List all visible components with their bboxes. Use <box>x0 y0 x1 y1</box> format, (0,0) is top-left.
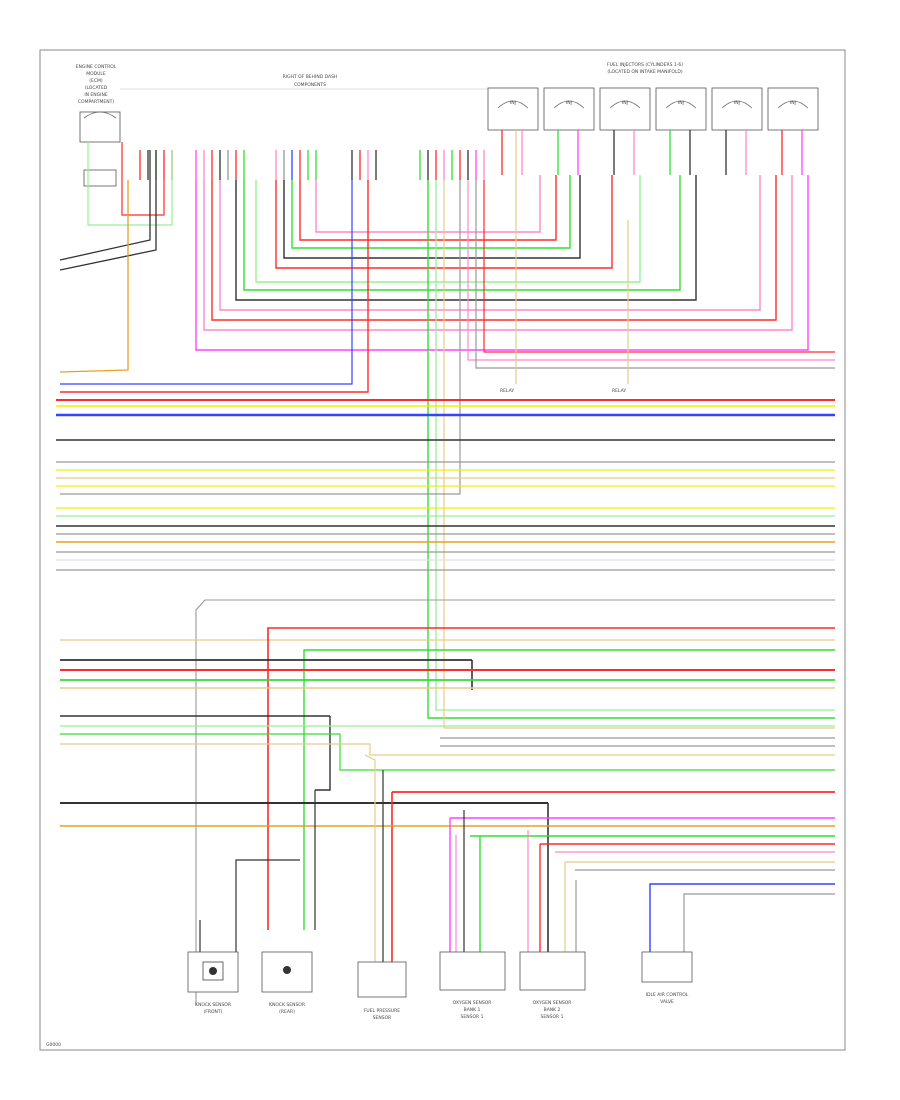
injector-header-2: (LOCATED ON INTAKE MANIFOLD) <box>607 69 682 75</box>
injector-header-1: FUEL INJECTORS (CYLINDERS 1-6) <box>607 62 683 68</box>
ecm-loop <box>87 142 173 226</box>
oxygen-sensor-2: OXYGEN SENSOR BANK 2 SENSOR 1 <box>519 951 586 1020</box>
iac-wire <box>683 893 835 952</box>
iac-label-2: VALVE <box>660 999 674 1005</box>
harness-wire <box>60 733 835 771</box>
ecm-label-1: ENGINE CONTROL <box>76 64 117 70</box>
injector-4 <box>655 87 707 131</box>
ecm-label-3: (ECM) <box>89 78 103 84</box>
ecm-label-6: COMPARTMENT) <box>78 99 114 105</box>
injector-6-symbol <box>777 100 809 109</box>
ecm-label-4: (LOCATED <box>85 85 108 91</box>
center-header-2: COMPONENTS <box>294 82 326 88</box>
harness-wire <box>467 180 835 361</box>
oxygen-sensor-1-label-2: BANK 1 <box>464 1007 481 1013</box>
harness-wire <box>267 627 835 930</box>
trunk-wire <box>443 180 835 729</box>
oxygen-sensor-2-label-1: OXYGEN SENSOR <box>533 1000 572 1006</box>
harness-wire <box>60 743 835 756</box>
fuel-pressure-sensor: FUEL PRESSURE SENSOR <box>357 961 407 1021</box>
harness-loop <box>255 175 641 283</box>
injector-header: FUEL INJECTORS (CYLINDERS 1-6) (LOCATED … <box>607 62 683 75</box>
relay-label-1: RELAY <box>500 388 514 394</box>
sensor-wire <box>364 754 376 962</box>
oxygen-sensor-2-label-2: BANK 2 <box>544 1007 561 1013</box>
harness-loop <box>203 175 793 331</box>
injector-2 <box>543 87 595 131</box>
injector-6 <box>767 87 819 131</box>
trunk-wire <box>60 180 353 385</box>
sensor-wire <box>235 859 300 952</box>
knock-sensor-front: KNOCK SENSOR (FRONT) <box>187 951 239 1015</box>
trunk-wire <box>60 180 369 393</box>
injector-4-label: INJ <box>678 100 684 106</box>
idle-air-control-valve: IDLE AIR CONTROL VALVE <box>641 951 693 1005</box>
knock-sensor-rear-label-1: KNOCK SENSOR <box>269 1002 305 1008</box>
injector-5-label: INJ <box>734 100 740 106</box>
diagram-border <box>39 49 846 1051</box>
ecm-ground <box>59 150 151 261</box>
harness-wire <box>475 180 835 369</box>
harness-loop <box>243 175 681 291</box>
knock-sensor-front-label-1: KNOCK SENSOR <box>195 1002 231 1008</box>
footer-code: G0000 <box>46 1042 61 1048</box>
knock-sensor-rear-label-2: (REAR) <box>279 1009 295 1015</box>
knock-sensor-front-label-2: (FRONT) <box>204 1009 223 1015</box>
harness-loop <box>211 175 777 321</box>
harness-loop <box>291 175 571 249</box>
oxygen-sensor-2-label-3: SENSOR 1 <box>541 1014 564 1020</box>
oxygen-sensor-1-label-3: SENSOR 1 <box>461 1014 484 1020</box>
harness-loop <box>195 175 809 351</box>
injector-4-symbol <box>665 100 697 109</box>
injector-6-label: INJ <box>790 100 796 106</box>
injector-1-label: INJ <box>510 100 516 106</box>
harness-wire <box>303 649 835 930</box>
injector-2-symbol <box>553 100 585 109</box>
harness-loop <box>283 175 581 259</box>
oxygen-sensor-1: OXYGEN SENSOR BANK 1 SENSOR 1 <box>439 951 506 1020</box>
center-header-1: RIGHT OF BEHIND DASH <box>283 74 338 80</box>
oxygen-sensor-1-label-1: OXYGEN SENSOR <box>453 1000 492 1006</box>
injector-2-label: INJ <box>566 100 572 106</box>
harness-wire <box>483 180 835 353</box>
trunk-wire <box>427 180 835 719</box>
fuel-pressure-sensor-label-1: FUEL PRESSURE <box>364 1008 400 1014</box>
ecm-ground <box>59 150 157 271</box>
ecm-loop <box>121 142 165 216</box>
ecm-header: ENGINE CONTROL MODULE (ECM) (LOCATED IN … <box>76 64 117 105</box>
injector-5-symbol <box>721 100 753 109</box>
injector-3 <box>599 87 651 131</box>
injector-3-symbol <box>609 100 641 109</box>
fuel-pressure-sensor-label-2: SENSOR <box>373 1015 392 1021</box>
harness-loop <box>235 175 697 301</box>
harness-wire <box>315 716 331 791</box>
center-header: RIGHT OF BEHIND DASH COMPONENTS <box>283 74 338 88</box>
knock-sensor-rear: KNOCK SENSOR (REAR) <box>261 951 313 1015</box>
harness-loop <box>219 175 761 311</box>
relay-label-2: RELAY <box>612 388 626 394</box>
shield-wire <box>195 599 835 1005</box>
injector-5 <box>711 87 763 131</box>
iac-label-1: IDLE AIR CONTROL <box>646 992 689 998</box>
injector-1-symbol <box>497 100 529 109</box>
ecm-label-2: MODULE <box>86 71 106 77</box>
ecm-label-5: IN ENGINE <box>84 92 108 98</box>
fuel-injectors: INJ INJ INJ INJ INJ INJ <box>487 87 819 131</box>
injector-3-label: INJ <box>622 100 628 106</box>
trunk-wire <box>60 180 461 495</box>
iac-wire <box>649 883 835 952</box>
ecm-wire <box>59 180 129 373</box>
injector-1 <box>487 87 539 131</box>
wire-harness <box>56 130 835 1005</box>
ecm-connector <box>79 111 121 187</box>
trunk-wire <box>435 180 835 711</box>
